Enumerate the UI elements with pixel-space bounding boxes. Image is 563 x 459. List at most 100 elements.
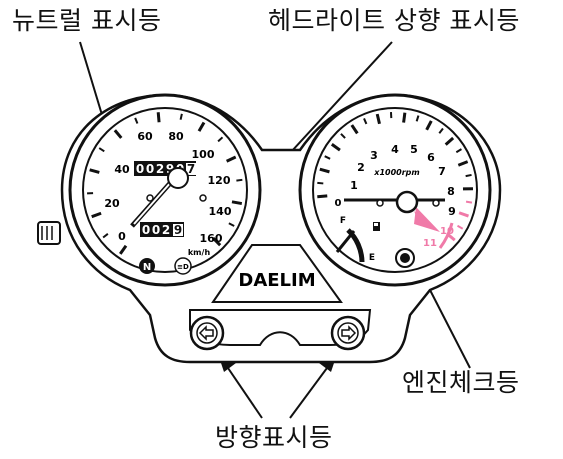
speedometer-tick <box>236 178 243 182</box>
odometer-digit: 2 <box>156 162 164 176</box>
mount-screw <box>199 194 207 202</box>
tachometer-tick <box>465 173 472 178</box>
speedometer-tick <box>102 233 109 239</box>
turn-signal-indicator-label: 방향표시등 <box>215 423 333 452</box>
engine-check-lamp-inner <box>400 253 410 263</box>
fuel-gauge: F E <box>335 216 380 263</box>
speedometer-tick <box>228 222 235 227</box>
speedometer-label-100: 100 <box>192 148 215 161</box>
fuel-pump-icon <box>374 223 378 226</box>
fuel-gauge-empty-label: E <box>369 253 375 263</box>
tachometer-label-6: 6 <box>427 151 435 164</box>
trip-digit: 9 <box>174 223 182 237</box>
speedometer-unit: km/h <box>188 248 211 257</box>
speedometer-ticks <box>87 112 243 255</box>
tachometer-tick <box>317 181 324 185</box>
tachometer-tick <box>465 200 473 204</box>
tachometer-tick <box>319 167 330 174</box>
speedometer-label-80: 80 <box>168 130 184 143</box>
mount-screw <box>432 199 440 207</box>
speedometer-label-140: 140 <box>209 205 232 218</box>
tachometer-tick <box>324 155 331 160</box>
speedometer-tick <box>179 113 183 120</box>
neutral-indicator-symbol: N <box>143 262 151 273</box>
odometer-last-digit-box <box>186 163 196 175</box>
fuel-pump-icon <box>373 222 380 231</box>
tachometer-label-5: 5 <box>410 143 418 156</box>
tachometer-label-1: 1 <box>350 179 358 192</box>
fuel-gauge-scale <box>346 228 365 263</box>
speedometer: 0 20 40 60 80 100 120 140 160 0 0 2 9 0 … <box>68 93 262 287</box>
trip-meter: 0 0 2 9 <box>140 222 184 237</box>
turn-signal-leader-right <box>289 367 328 419</box>
tachometer-needle-pointer-body <box>414 207 440 232</box>
speedometer-tick <box>197 121 206 132</box>
speedometer-tick <box>89 168 100 174</box>
tachometer-tick <box>375 113 381 125</box>
tachometer-tick <box>402 112 407 123</box>
right-arrow-icon <box>341 325 357 341</box>
speedometer-tick <box>217 136 224 143</box>
turn-signal-leader-left <box>227 367 263 419</box>
brand-logo: DAELIM <box>238 270 315 291</box>
trip-digit: 2 <box>162 223 170 237</box>
speedometer-label-60: 60 <box>137 130 153 143</box>
tachometer-tick <box>350 124 359 135</box>
trip-reset-knob[interactable] <box>37 221 61 245</box>
odometer-digit: 9 <box>166 162 174 176</box>
tachometer-tick <box>330 143 341 152</box>
tachometer-label-7: 7 <box>438 165 446 178</box>
tachometer-label: 엔진체크등 <box>402 368 520 397</box>
neutral-indicator-lamp <box>139 258 155 274</box>
speedometer-needle-highlight <box>133 180 173 225</box>
trip-digit: 0 <box>152 223 160 237</box>
tachometer-redline-label-11: 11 <box>423 238 437 249</box>
speedometer-label-40: 40 <box>114 163 130 176</box>
tachometer-tick <box>317 194 328 199</box>
tachometer-tick <box>444 136 455 146</box>
odometer-digit: 7 <box>187 162 195 176</box>
tachometer: 0 1 2 3 4 5 6 7 8 9 10 11 x1000rpm F E <box>298 93 492 287</box>
speedometer-tick <box>156 112 161 123</box>
tachometer-tick <box>456 224 464 230</box>
speedometer-tick <box>212 237 222 247</box>
speedometer-tick <box>231 200 243 206</box>
mount-screw <box>146 194 154 202</box>
fuel-gauge-needle <box>335 230 356 253</box>
speedometer-tick <box>225 155 237 163</box>
speedometer-tick <box>134 117 139 124</box>
odometer-digit: 0 <box>146 162 154 176</box>
odometer-digit: 0 <box>136 162 144 176</box>
trip-last-digit-box <box>173 224 183 236</box>
speedometer-label-20: 20 <box>104 197 120 210</box>
high-beam-indicator-symbol: ≡D <box>177 263 189 271</box>
tachometer-tick <box>363 118 368 125</box>
tachometer-unit: x1000rpm <box>373 168 419 177</box>
speedometer-tick <box>98 147 105 153</box>
high-beam-indicator-lamp <box>174 257 192 275</box>
high-beam-indicator-label: 헤드라이트 상향 표시등 <box>268 6 520 35</box>
tachometer-tick <box>425 120 433 131</box>
speedometer-hub <box>167 167 189 189</box>
tachometer-label-8: 8 <box>447 185 455 198</box>
center-brand-panel <box>211 244 343 303</box>
tachometer-label-2: 2 <box>357 161 365 174</box>
fuel-gauge-full-label: F <box>340 216 346 226</box>
tachometer-leader-line <box>429 289 471 369</box>
mount-screw <box>376 199 384 207</box>
speedometer-tick <box>91 211 102 219</box>
tachometer-ticks <box>317 112 474 242</box>
tachometer-tick <box>438 127 444 134</box>
speedometer-tick <box>119 244 128 255</box>
tachometer-zero-label: 0 <box>335 198 342 209</box>
trip-digit: 0 <box>142 223 150 237</box>
tachometer-tick <box>455 148 462 154</box>
speedometer-label-120: 120 <box>208 174 231 187</box>
speedometer-zero-label: 0 <box>118 230 126 243</box>
tachometer-tick <box>458 211 470 218</box>
tachometer-tick <box>457 160 469 167</box>
tachometer-hub <box>395 190 419 214</box>
left-arrow-icon <box>198 325 214 341</box>
tachometer-label-3: 3 <box>370 149 378 162</box>
